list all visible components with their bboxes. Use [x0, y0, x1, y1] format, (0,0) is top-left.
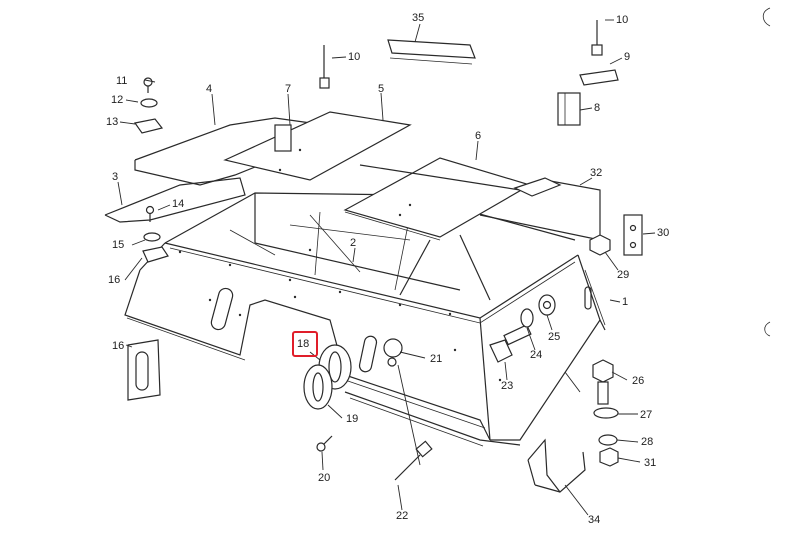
callout-30: 28: [641, 436, 654, 448]
highlight-box[interactable]: [292, 331, 318, 357]
callout-18[interactable]: 18: [297, 338, 310, 350]
callout-19: 19: [346, 413, 359, 425]
callout-28: 26: [632, 375, 645, 387]
part-7-latch: [274, 124, 292, 152]
part-22-rivet: [394, 440, 433, 481]
callout-21: 21: [430, 353, 443, 365]
callout-2: 2: [350, 237, 357, 249]
callout-22: 22: [396, 510, 409, 522]
part-21-ring: [383, 338, 403, 367]
callout-9: 9: [624, 51, 631, 63]
part-8-clip: [557, 92, 581, 126]
callout-5: 5: [378, 83, 385, 95]
callout-27: 30: [657, 227, 670, 239]
part-27-plate: [623, 214, 643, 256]
callout-32: 32: [590, 167, 603, 179]
part-10-rivet-middle: [319, 45, 330, 89]
callout-35: 35: [412, 12, 425, 24]
callout-31: 31: [644, 457, 657, 469]
scan-artifact: [762, 7, 771, 27]
callout-11: 11: [116, 75, 128, 87]
callout-26: 29: [617, 269, 630, 281]
scan-artifact: [764, 321, 771, 337]
part-10-rivet-right: [591, 20, 603, 56]
callout-29: 27: [640, 409, 653, 421]
callout-24: 24: [530, 349, 543, 361]
callout-17: 16: [112, 340, 125, 352]
part-9-plate: [579, 69, 619, 86]
leader-lines: [117, 19, 656, 516]
callout-12: 12: [111, 94, 124, 106]
callout-8: 8: [594, 102, 601, 114]
part-26-nut: [589, 234, 611, 256]
callout-10-right: 10: [616, 14, 629, 26]
part-35-bracket: [387, 39, 476, 65]
parts-14-16-fasteners: [142, 205, 169, 263]
callout-7: 7: [285, 83, 292, 95]
callout-1: 1: [622, 296, 629, 308]
part-19-gasket: [303, 364, 333, 410]
callout-10-middle: 10: [348, 51, 361, 63]
parts-23-25-bolt: [489, 294, 556, 363]
callout-3: 3: [112, 171, 119, 183]
part-34-channel: [527, 438, 586, 493]
callout-20: 20: [318, 472, 331, 484]
callout-14: 14: [172, 198, 185, 210]
callout-15: 15: [112, 239, 125, 251]
callout-6: 6: [475, 130, 482, 142]
callout-13: 13: [106, 116, 119, 128]
parts-11-13-fasteners: [133, 77, 164, 134]
lid-panels: [104, 111, 601, 241]
part-20-pin: [316, 435, 333, 452]
box-body: [124, 192, 606, 447]
callout-4: 4: [206, 83, 213, 95]
callout-23: 23: [501, 380, 514, 392]
callout-25: 25: [548, 331, 561, 343]
callout-34: 34: [588, 514, 601, 526]
parts-28-31-hardware: [592, 359, 619, 467]
part-17-plate: [127, 339, 161, 401]
callout-16: 16: [108, 274, 121, 286]
